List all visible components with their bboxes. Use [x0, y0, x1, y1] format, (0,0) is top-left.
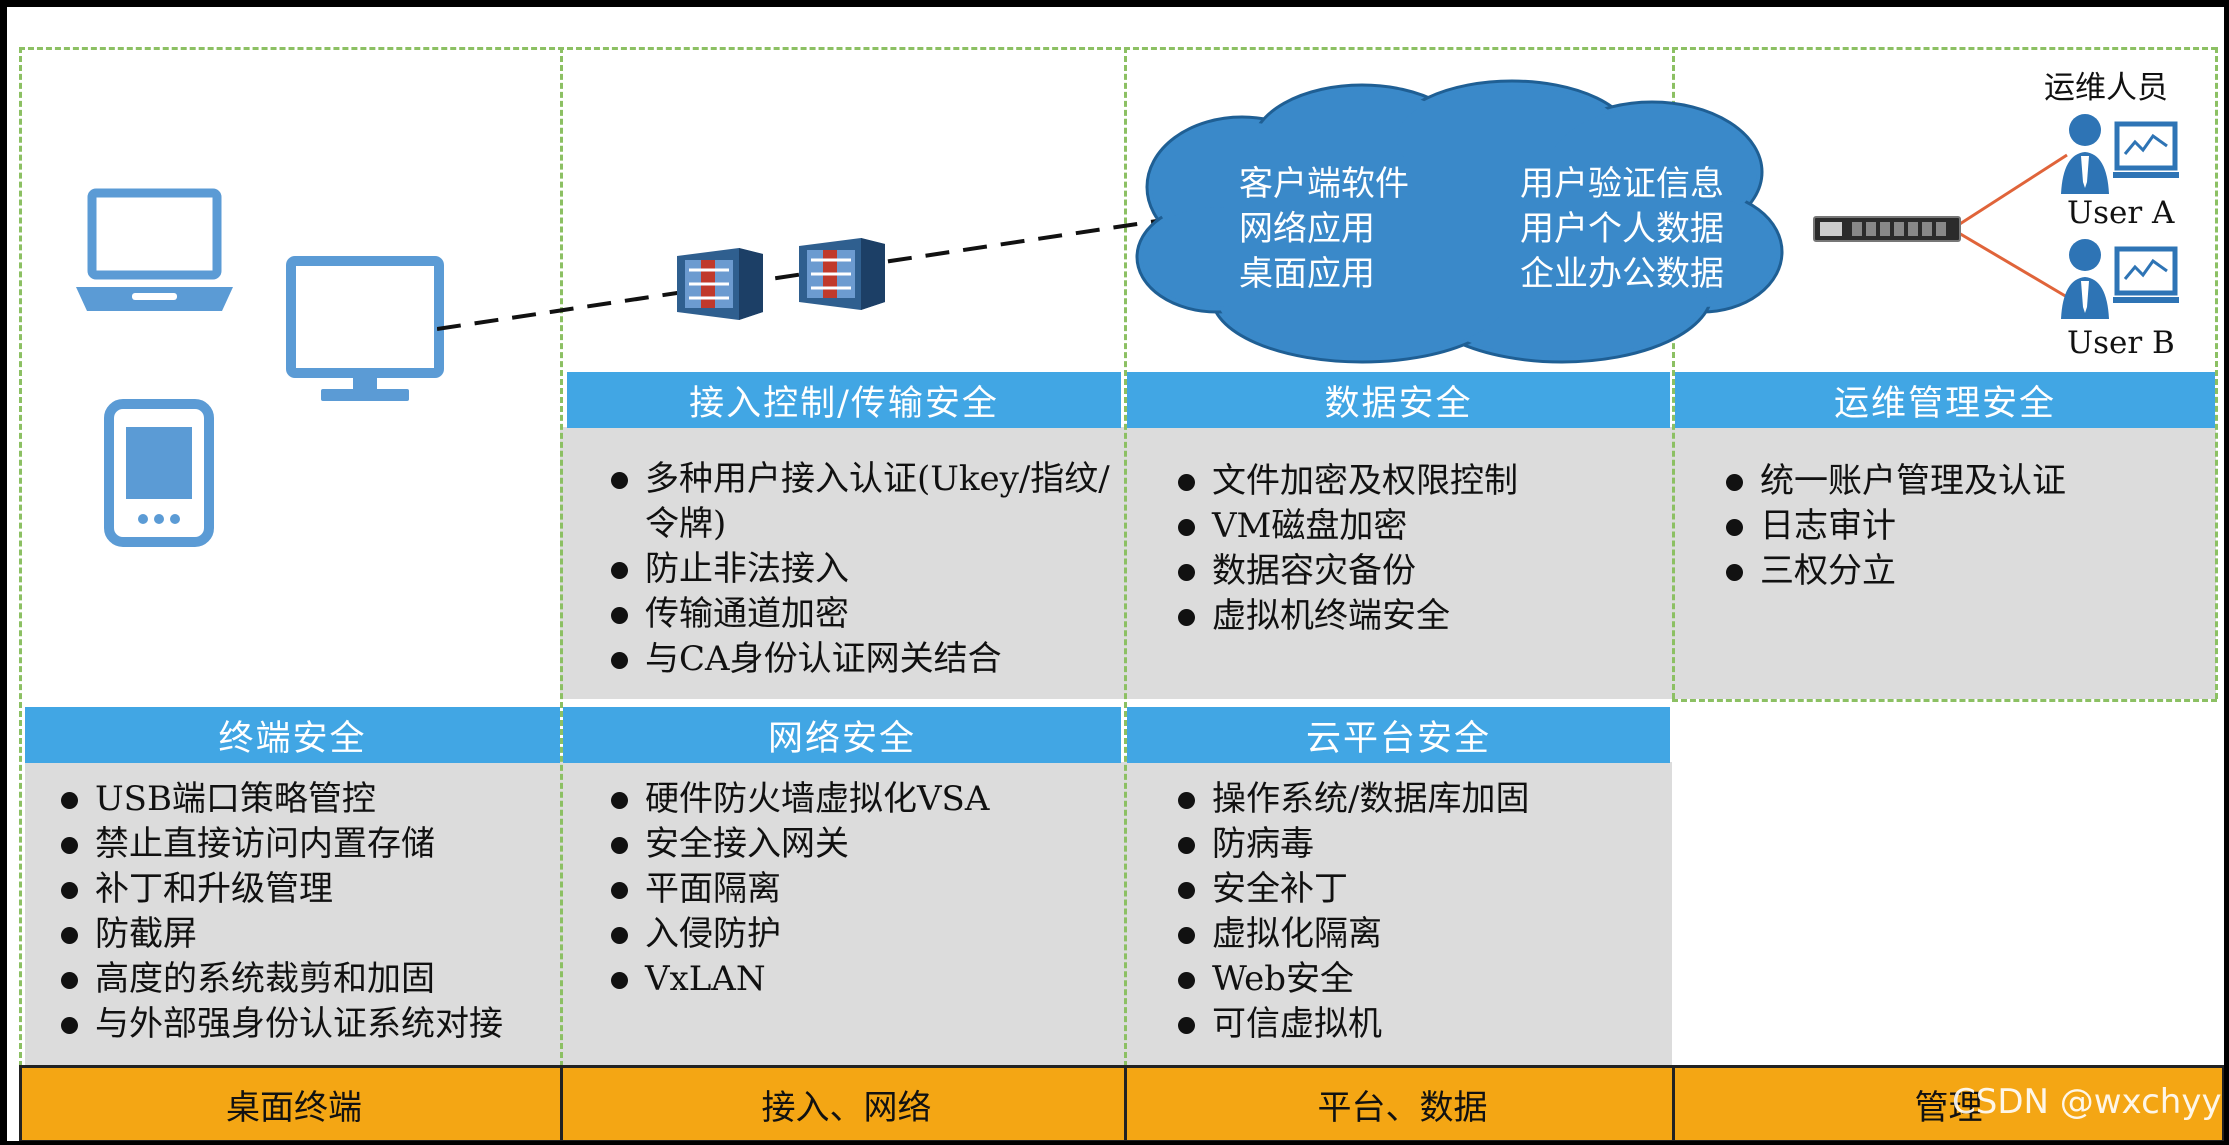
user-icon — [2061, 239, 2179, 319]
list-item: 防病毒 — [1164, 822, 1664, 867]
ops-personnel-title: 运维人员 — [2044, 70, 2168, 106]
csdn-watermark: CSDN @wxchyy — [1952, 1082, 2222, 1122]
laptop-icon — [76, 188, 233, 311]
footer-management: 管理 — [1672, 1065, 2224, 1141]
list-item: 日志审计 — [1712, 504, 2202, 549]
firewall-icon — [799, 238, 885, 310]
access-control-list: 多种用户接入认证(Ukey/指纹/令牌) 防止非法接入 传输通道加密 与CA身份… — [597, 457, 1117, 682]
list-item: 与CA身份认证网关结合 — [597, 637, 1117, 682]
network-security-list: 硬件防火墙虚拟化VSA 安全接入网关 平面隔离 入侵防护 VxLAN — [597, 777, 1117, 1002]
dashed-divider-3 — [1672, 47, 1675, 699]
server-connection-lines — [1952, 153, 2068, 299]
list-item: 虚拟化隔离 — [1164, 912, 1664, 957]
network-security-title: 网络安全 — [563, 707, 1121, 763]
list-item: 防截屏 — [47, 912, 557, 957]
list-item: VM磁盘加密 — [1164, 504, 1664, 549]
dashed-divider-right — [2215, 47, 2218, 699]
dashed-divider-2 — [1124, 47, 1127, 1067]
list-item: 可信虚拟机 — [1164, 1002, 1664, 1047]
firewall-icon — [677, 248, 763, 320]
list-item: 安全补丁 — [1164, 867, 1664, 912]
list-item: 安全接入网关 — [597, 822, 1117, 867]
platform-bottom-box — [1124, 762, 1672, 1067]
dashed-divider-1 — [560, 47, 563, 1067]
cloud-platform-security-list: 操作系统/数据库加固 防病毒 安全补丁 虚拟化隔离 Web安全 可信虚拟机 — [1164, 777, 1664, 1047]
footer-access-network: 接入、网络 — [560, 1065, 1133, 1141]
list-item: 统一账户管理及认证 — [1712, 459, 2202, 504]
monitor-icon — [286, 256, 444, 401]
data-security-list: 文件加密及权限控制 VM磁盘加密 数据容灾备份 虚拟机终端安全 — [1164, 459, 1664, 639]
dashed-divider-left — [19, 47, 22, 1067]
user-icon — [2061, 114, 2179, 194]
list-item: USB端口策略管控 — [47, 777, 557, 822]
access-bottom-box — [560, 762, 1124, 1067]
access-top-box — [560, 427, 1124, 699]
desktop-bottom-box — [25, 762, 560, 1067]
security-architecture-diagram: 客户端软件 网络应用 桌面应用 用户验证信息 用户个人数据 企业办公数据 运维人… — [7, 7, 2224, 1141]
list-item: 多种用户接入认证(Ukey/指纹/令牌) — [597, 457, 1117, 547]
list-item: 硬件防火墙虚拟化VSA — [597, 777, 1117, 822]
list-item: 禁止直接访问内置存储 — [47, 822, 557, 867]
cloud-line: 用户验证信息 — [1520, 164, 1724, 204]
list-item: 平面隔离 — [597, 867, 1117, 912]
terminal-security-title: 终端安全 — [25, 707, 560, 763]
tablet-icon — [104, 399, 214, 547]
cloud-platform-security-title: 云平台安全 — [1127, 707, 1670, 763]
server-icon — [1813, 216, 1961, 242]
list-item: VxLAN — [597, 957, 1117, 1002]
list-item: 高度的系统裁剪和加固 — [47, 957, 557, 1002]
list-item: 补丁和升级管理 — [47, 867, 557, 912]
access-control-title: 接入控制/传输安全 — [567, 372, 1121, 428]
cloud-icon — [1135, 79, 1784, 364]
list-item: 入侵防护 — [597, 912, 1117, 957]
user-b-label: User B — [2067, 325, 2175, 361]
dashed-connection-line — [437, 219, 1157, 331]
footer-desktop-terminal: 桌面终端 — [19, 1065, 569, 1141]
list-item: 文件加密及权限控制 — [1164, 459, 1664, 504]
cloud-line: 企业办公数据 — [1520, 254, 1724, 294]
list-item: 虚拟机终端安全 — [1164, 594, 1664, 639]
cloud-right-text: 用户验证信息 用户个人数据 企业办公数据 — [1520, 162, 1724, 297]
list-item: 数据容灾备份 — [1164, 549, 1664, 594]
cloud-line: 网络应用 — [1239, 209, 1375, 249]
data-security-title: 数据安全 — [1127, 372, 1670, 428]
list-item: 三权分立 — [1712, 549, 2202, 594]
platform-top-box — [1124, 427, 1672, 699]
cloud-line: 用户个人数据 — [1520, 209, 1724, 249]
dashed-border-mgmt-bottom — [1672, 699, 2217, 702]
ops-management-title: 运维管理安全 — [1675, 372, 2215, 428]
list-item: 传输通道加密 — [597, 592, 1117, 637]
ops-management-list: 统一账户管理及认证 日志审计 三权分立 — [1712, 459, 2202, 594]
list-item: 与外部强身份认证系统对接 — [47, 1002, 557, 1047]
cloud-line: 客户端软件 — [1239, 164, 1409, 204]
terminal-security-list: USB端口策略管控 禁止直接访问内置存储 补丁和升级管理 防截屏 高度的系统裁剪… — [47, 777, 557, 1047]
cloud-left-text: 客户端软件 网络应用 桌面应用 — [1239, 162, 1409, 297]
list-item: Web安全 — [1164, 957, 1664, 1002]
user-a-label: User A — [2067, 195, 2175, 231]
management-top-box — [1672, 427, 2216, 699]
cloud-line: 桌面应用 — [1239, 254, 1375, 294]
dashed-border-top — [19, 47, 2217, 50]
list-item: 操作系统/数据库加固 — [1164, 777, 1664, 822]
footer-platform-data: 平台、数据 — [1124, 1065, 1681, 1141]
list-item: 防止非法接入 — [597, 547, 1117, 592]
